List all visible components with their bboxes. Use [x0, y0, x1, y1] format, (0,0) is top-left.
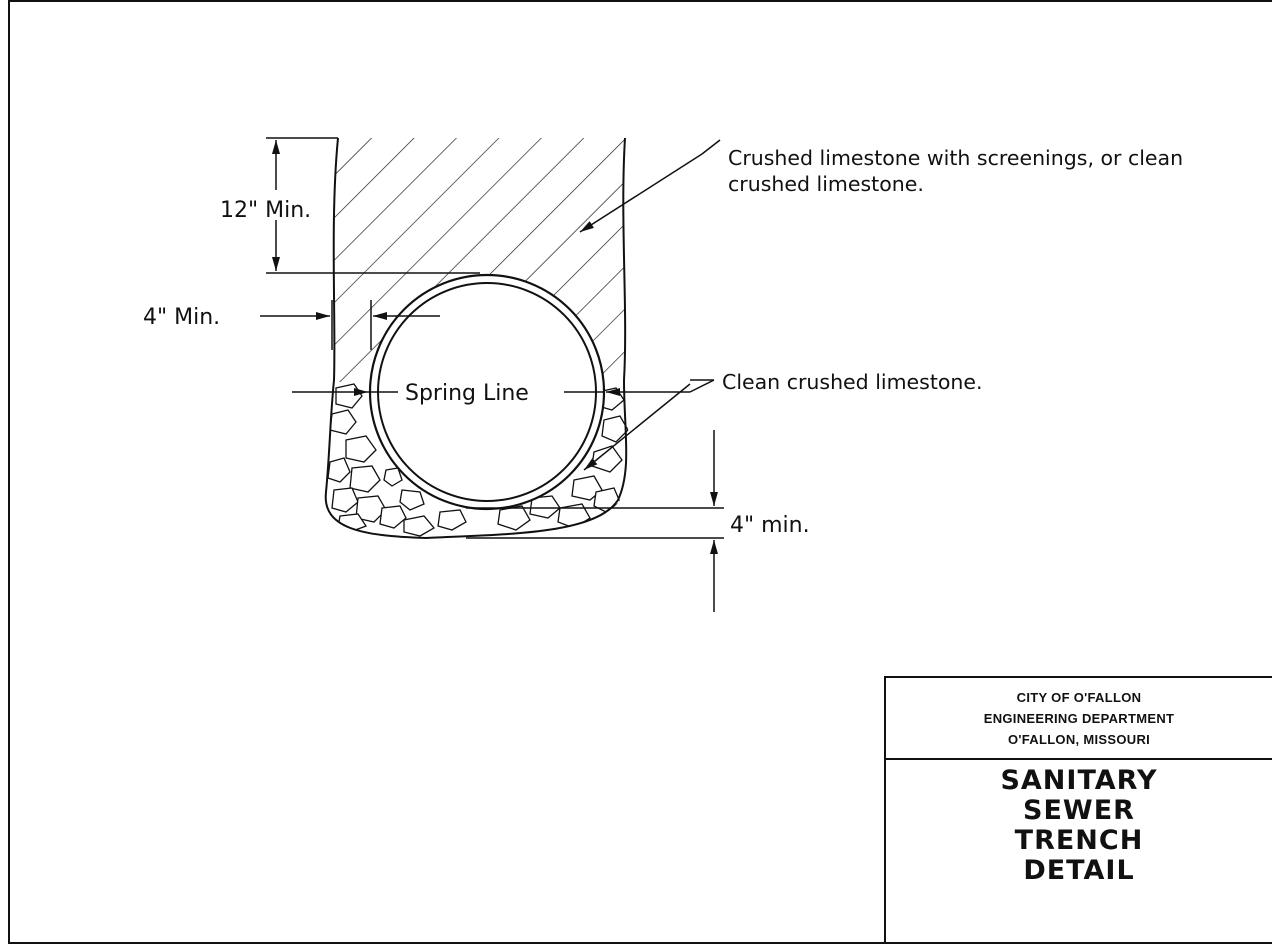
title-block-organization: CITY OF O'FALLON ENGINEERING DEPARTMENT … [886, 678, 1272, 760]
sewer-pipe [368, 273, 606, 511]
org-line-2: ENGINEERING DEPARTMENT [983, 710, 1175, 726]
title-block: CITY OF O'FALLON ENGINEERING DEPARTMENT … [884, 676, 1272, 944]
cover-dimension-label: 12" Min. [220, 198, 311, 223]
cover-dimension [266, 137, 480, 274]
bedding-note-leader [583, 379, 714, 471]
org-line-1: CITY OF O'FALLON [1016, 689, 1142, 705]
drawing-title: SANITARY SEWER TRENCH DETAIL [886, 760, 1272, 886]
org-line-3: O'FALLON, MISSOURI [1007, 731, 1151, 747]
cover-note-line-1: Crushed limestone with screenings, or cl… [728, 146, 1183, 170]
cover-note-leader [579, 139, 721, 233]
bedding-note: Clean crushed limestone. [722, 370, 983, 394]
drawing-frame [8, 0, 1272, 944]
spring-line-marker [292, 379, 715, 396]
spring-line-label: Spring Line [405, 381, 529, 406]
title-line-1: SANITARY [1000, 765, 1158, 796]
bedding-dimension [466, 430, 724, 612]
bedding-stones [327, 383, 629, 537]
side-clearance-dimension [260, 300, 440, 350]
bedding-dimension-label: 4" min. [730, 513, 810, 538]
side-clearance-label: 4" Min. [143, 305, 220, 330]
title-line-4: DETAIL [1023, 855, 1135, 886]
cover-note-line-2: crushed limestone. [728, 172, 924, 196]
title-line-3: TRENCH [1014, 825, 1144, 856]
title-line-2: SEWER [1023, 795, 1135, 826]
